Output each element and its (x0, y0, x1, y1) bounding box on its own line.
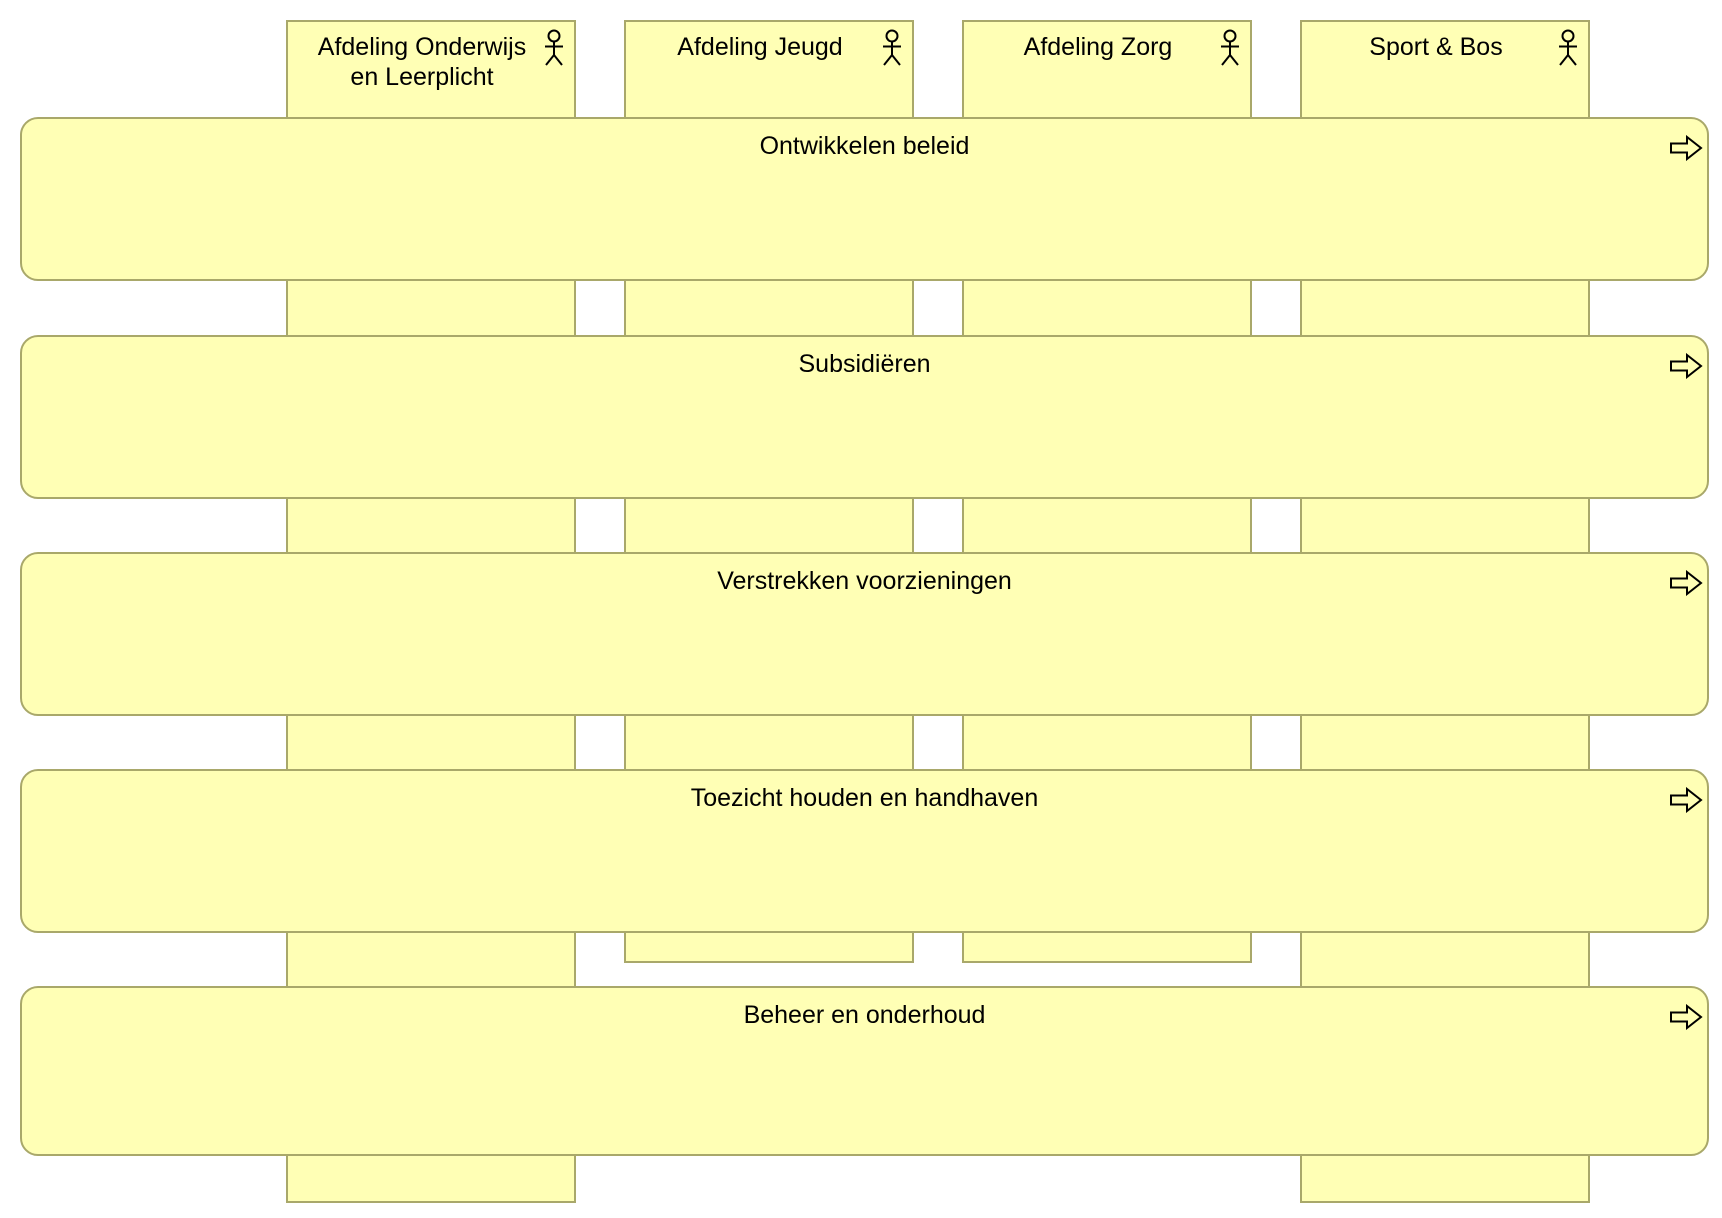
process-label: Toezicht houden en handhaven (690, 784, 1039, 812)
actor-label: Afdeling Jeugd (677, 33, 843, 61)
actor-icon (1559, 29, 1577, 66)
process-ontwikkelen-beleid[interactable]: Ontwikkelen beleid (20, 117, 1709, 281)
actor-icon (1221, 29, 1239, 66)
actor-label: Afdeling Onderwijs en Leerplicht (317, 33, 527, 91)
process-subsidieren[interactable]: Subsidiëren (20, 335, 1709, 499)
process-label: Ontwikkelen beleid (759, 132, 970, 160)
process-arrow-icon (1670, 135, 1703, 161)
process-beheer-en-onderhoud[interactable]: Beheer en onderhoud (20, 986, 1709, 1156)
process-arrow-icon (1670, 787, 1703, 813)
process-label: Verstrekken voorzieningen (717, 567, 1012, 595)
process-arrow-icon (1670, 1004, 1703, 1030)
process-arrow-icon (1670, 353, 1703, 379)
process-label: Beheer en onderhoud (743, 1001, 986, 1029)
process-label: Subsidiëren (798, 350, 931, 378)
actor-label: Afdeling Zorg (1023, 33, 1173, 61)
process-verstrekken-voorzieningen[interactable]: Verstrekken voorzieningen (20, 552, 1709, 716)
process-arrow-icon (1670, 570, 1703, 596)
actor-icon (883, 29, 901, 66)
process-toezicht-houden-en-handhaven[interactable]: Toezicht houden en handhaven (20, 769, 1709, 933)
actor-icon (545, 29, 563, 66)
actor-label: Sport & Bos (1369, 33, 1503, 61)
